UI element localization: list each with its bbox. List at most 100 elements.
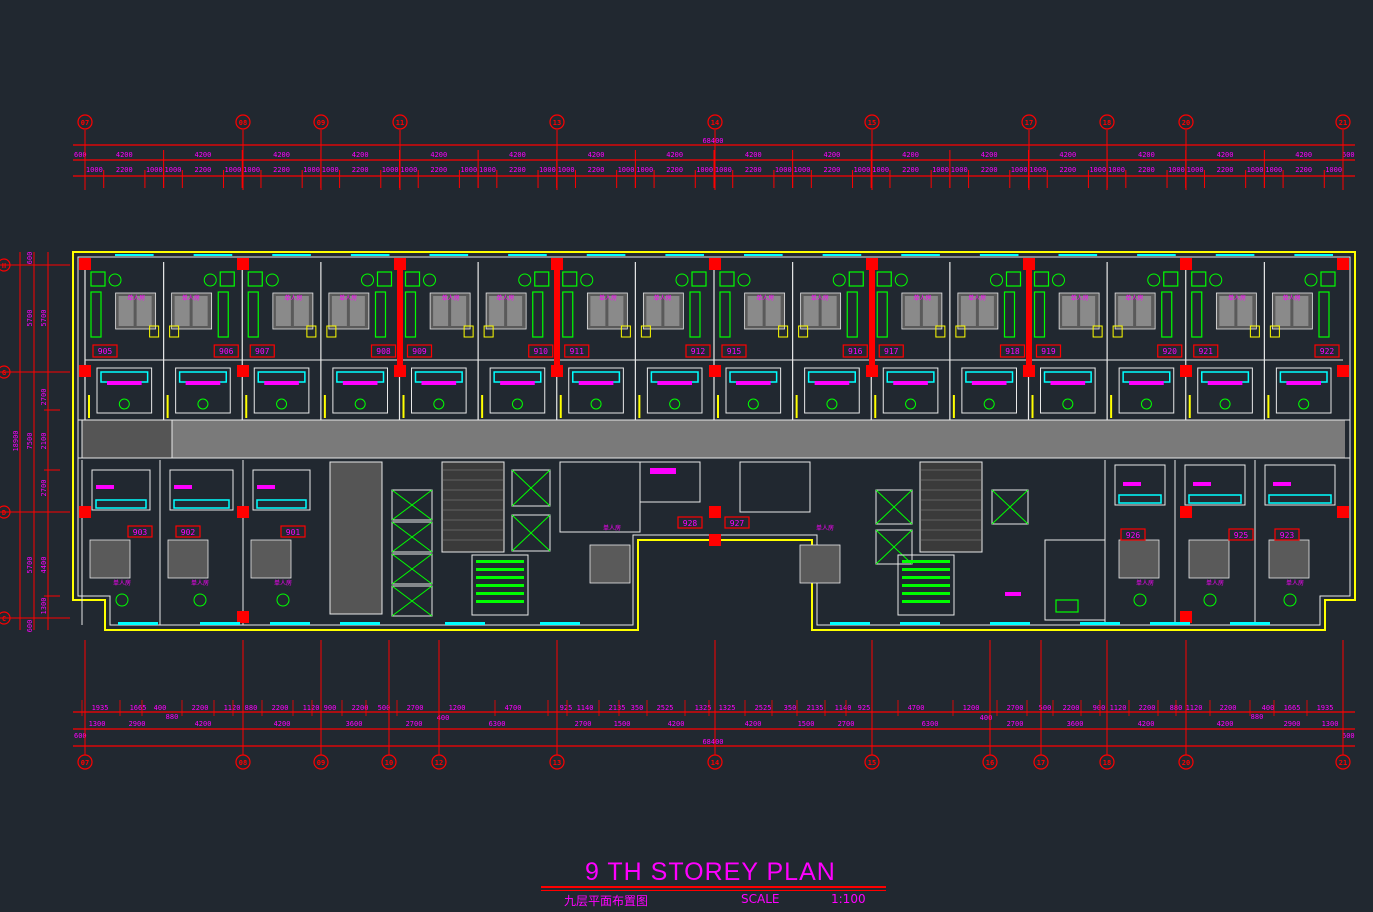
dimension-label: 1325 [719, 704, 736, 712]
table [108, 273, 122, 287]
room-number: 922 [1320, 347, 1335, 356]
towel-bar [578, 381, 614, 385]
dimension-label: 4200 [666, 151, 683, 159]
grid-bubble [1033, 754, 1049, 770]
toilet [983, 398, 995, 410]
room-number: 910 [534, 347, 549, 356]
dimension-label: 600 [74, 151, 87, 159]
dimension-label: 4200 [430, 151, 447, 159]
grid-bubble [1178, 114, 1194, 130]
dimension-label: 2135 [807, 704, 824, 712]
elevator-shaft [391, 521, 433, 553]
grid-bubble [392, 114, 408, 130]
dimension-label: 1935 [1317, 704, 1334, 712]
lamp [149, 325, 160, 338]
dimension-label: 2700 [40, 480, 48, 497]
lamp [620, 325, 631, 338]
room-number-box [724, 516, 750, 529]
dimension-label: 2200 [1059, 166, 1076, 174]
wardrobe [90, 291, 102, 338]
dimension-label: 900 [324, 704, 337, 712]
wardrobe [689, 291, 701, 338]
window [1215, 254, 1255, 256]
elevator-shaft [875, 489, 913, 525]
table [265, 273, 279, 287]
dimension-label: 2525 [755, 704, 772, 712]
toilet [276, 398, 288, 410]
room-number: 927 [730, 519, 745, 528]
room-type-label: 单人房 [1286, 579, 1304, 587]
bathroom [91, 469, 151, 511]
toilet [197, 398, 209, 410]
dimension-label: 2200 [116, 166, 133, 174]
structural-column [237, 611, 249, 623]
pillow [608, 296, 624, 326]
towel-bar [971, 381, 1007, 385]
towel-bar [257, 485, 275, 489]
dimension-label: 4200 [902, 151, 919, 159]
bathroom [1197, 367, 1253, 414]
grid-axis-label: G [2, 369, 6, 377]
elevator-x [391, 553, 433, 585]
dimension-label: 2200 [509, 166, 526, 174]
window [744, 254, 783, 256]
dimension-label: 600 [1342, 151, 1355, 159]
bathroom [489, 367, 546, 414]
grid-bubble [982, 754, 998, 770]
pillow [922, 296, 938, 326]
dimension-label: 1000 [696, 166, 713, 174]
dimension-label: 2200 [273, 166, 290, 174]
room-type-label: 单人房 [285, 294, 303, 302]
vanity [100, 371, 149, 383]
structural-column [237, 365, 249, 377]
grid-bubble [549, 754, 565, 770]
towel-bar [500, 381, 535, 385]
dimension-label: 4700 [505, 704, 522, 712]
room-type-label: 单人房 [1125, 294, 1143, 302]
scale-value: 1:100 [831, 892, 866, 906]
dimension-label: 1000 [479, 166, 496, 174]
elevator-shaft [391, 553, 433, 585]
stair [897, 554, 955, 616]
pillow [349, 296, 365, 326]
dimension-label: 3600 [1067, 720, 1084, 728]
dimension-label: 2700 [1007, 704, 1024, 712]
toilet [826, 398, 838, 410]
wardrobe [374, 291, 387, 338]
dimension-label: 1000 [539, 166, 556, 174]
elevator-shaft [511, 514, 551, 552]
grid-axis-label: 14 [711, 119, 719, 127]
dimension-label: 1000 [224, 166, 241, 174]
pillow [451, 296, 467, 326]
dimension-label: 2700 [406, 720, 423, 728]
drawing-title: 9 TH STOREY PLAN [585, 858, 836, 886]
window [445, 622, 485, 625]
dimension-label: 2135 [609, 704, 626, 712]
pillow [590, 296, 606, 326]
elevator-x [875, 529, 913, 565]
room-number: 907 [255, 347, 270, 356]
lobby-tile-floor [919, 461, 983, 553]
dimension-label: 2200 [745, 166, 762, 174]
room-number: 917 [884, 347, 899, 356]
stair-tread [476, 576, 524, 579]
room-number-box [685, 344, 711, 358]
window [1230, 622, 1270, 625]
towel-bar [421, 381, 457, 385]
wardrobe [876, 291, 888, 338]
armchair [691, 271, 707, 287]
pillow [1275, 296, 1291, 326]
lamp [1092, 325, 1103, 338]
wardrobe [1318, 291, 1330, 338]
armchair [719, 271, 735, 287]
table [737, 273, 751, 287]
table [1304, 273, 1318, 287]
bathroom [411, 367, 467, 414]
lamp [306, 325, 317, 338]
dimension-label: 600 [74, 732, 87, 740]
grid-axis-label: H [2, 262, 6, 270]
window [115, 254, 154, 256]
room-number: 916 [848, 347, 863, 356]
dimension-label: 2200 [981, 166, 998, 174]
window [540, 622, 580, 625]
